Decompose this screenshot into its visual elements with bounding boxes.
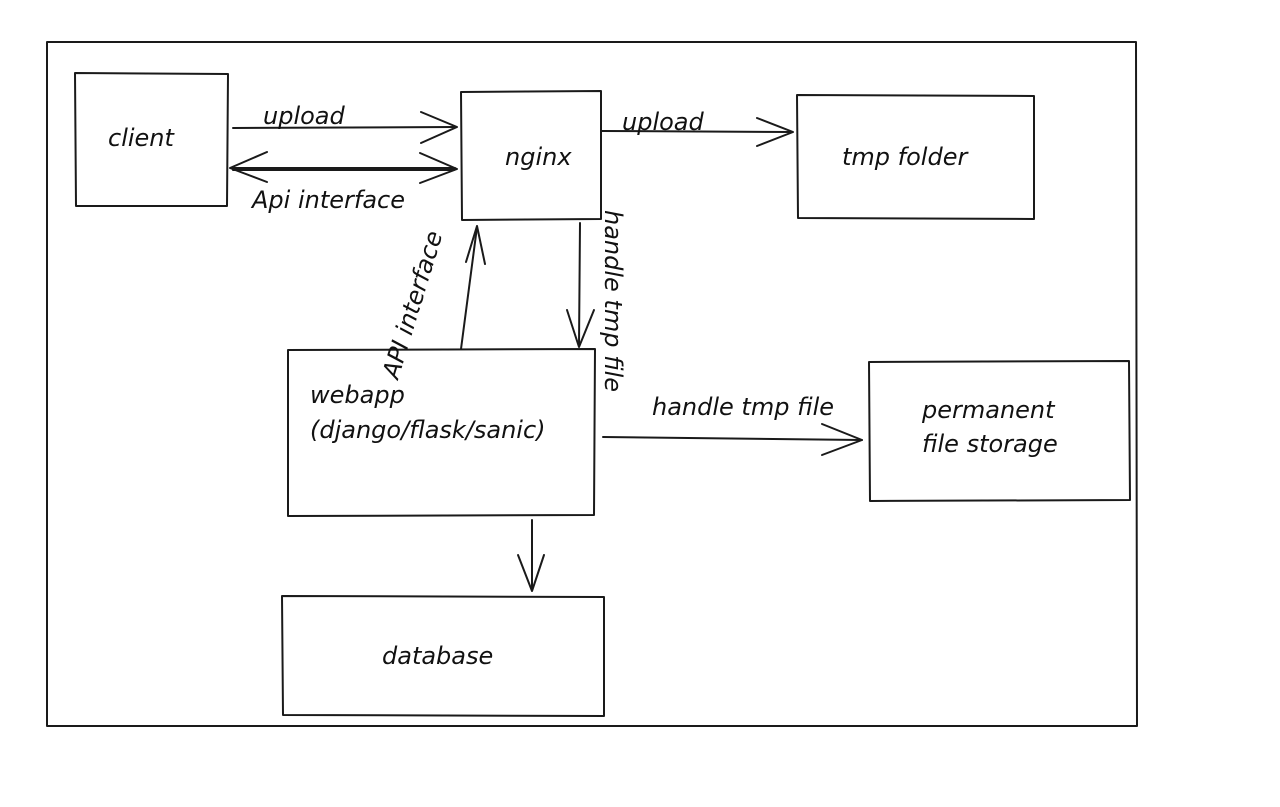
- webapp-to-nginx-label: API interface: [376, 228, 448, 384]
- permanent-label-line2: file storage: [922, 430, 1058, 458]
- nginx-label: nginx: [505, 143, 572, 171]
- permanent-label-line1: permanent: [921, 396, 1056, 424]
- client-nginx-api-arrow: Api interface: [229, 151, 458, 214]
- tmp-folder-node: tmp folder: [796, 94, 1035, 220]
- permanent-storage-node: permanent file storage: [868, 360, 1131, 502]
- webapp-label-line1: webapp: [310, 381, 405, 409]
- client-label: client: [108, 124, 176, 152]
- client-nginx-api-label: Api interface: [250, 186, 405, 214]
- nginx-to-tmp-upload-label: upload: [622, 108, 705, 136]
- nginx-to-webapp-arrow: handle tmp file: [566, 210, 627, 392]
- outer-frame: [46, 41, 1138, 727]
- client-node: client: [74, 72, 229, 207]
- tmp-folder-label: tmp folder: [842, 143, 969, 171]
- nginx-to-webapp-label: handle tmp file: [599, 210, 627, 392]
- nginx-node: nginx: [460, 90, 602, 221]
- webapp-label-line2: (django/flask/sanic): [310, 416, 546, 444]
- webapp-to-permanent-arrow: handle tmp file: [602, 393, 863, 456]
- webapp-node: webapp (django/flask/sanic): [287, 348, 596, 517]
- nginx-to-tmp-upload-arrow: upload: [601, 108, 794, 147]
- client-to-nginx-upload-arrow: upload: [232, 102, 458, 144]
- client-to-nginx-upload-label: upload: [263, 102, 346, 130]
- database-node: database: [281, 595, 605, 717]
- webapp-to-nginx-arrow: API interface: [376, 225, 486, 384]
- database-label: database: [382, 642, 493, 670]
- webapp-to-permanent-label: handle tmp file: [652, 393, 834, 421]
- webapp-to-database-arrow: [517, 519, 545, 592]
